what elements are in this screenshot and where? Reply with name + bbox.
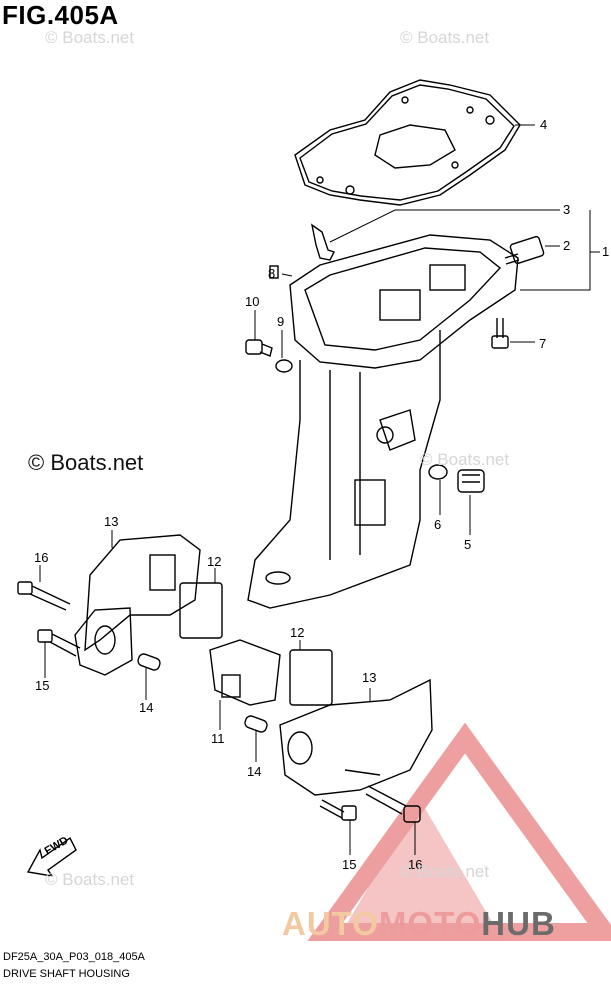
bolt-part-7 xyxy=(491,318,509,349)
callout-16-left: 16 xyxy=(34,550,49,565)
fwd-arrow-icon xyxy=(26,836,77,877)
plug-part-5 xyxy=(457,469,485,493)
callout-5: 5 xyxy=(464,537,472,552)
callout-11: 11 xyxy=(211,731,225,746)
callout-3: 3 xyxy=(563,202,571,217)
leader-lines xyxy=(39,124,600,855)
callout-16-right: 16 xyxy=(408,857,423,872)
diagram-code: DF25A_30A_P03_018_405A xyxy=(3,951,145,963)
callout-15-left: 15 xyxy=(35,678,50,693)
callout-9: 9 xyxy=(277,314,285,329)
drive-shaft-housing-part-1 xyxy=(247,234,519,609)
automotohub-logo-mark xyxy=(307,722,611,941)
callout-1: 1 xyxy=(602,244,610,259)
watermark: © Boats.net xyxy=(45,870,135,889)
dowel-part-8 xyxy=(269,265,279,279)
brand-moto: MOTO xyxy=(378,905,482,942)
watermark: © Boats.net xyxy=(28,450,144,475)
pin-part-14-left xyxy=(137,653,161,671)
callout-12-left: 12 xyxy=(207,554,222,569)
callout-6: 6 xyxy=(434,517,442,532)
gasket-part-4 xyxy=(294,79,521,206)
callout-14-left: 14 xyxy=(139,700,154,715)
bolt-part-15-left xyxy=(37,629,81,657)
bolt-part-10 xyxy=(245,339,273,357)
plug-part-2 xyxy=(504,235,545,265)
callout-13-right: 13 xyxy=(362,670,377,685)
diagram-caption: DRIVE SHAFT HOUSING xyxy=(3,968,130,980)
rubber-mount-part-12-right xyxy=(289,649,333,706)
watermark: © Boats.net xyxy=(400,862,490,881)
callout-15-right: 15 xyxy=(342,857,357,872)
rubber-mount-part-12-left xyxy=(179,582,223,639)
watermark: © Boats.net xyxy=(400,28,490,47)
bolt-part-16-right xyxy=(365,785,421,823)
callout-4: 4 xyxy=(540,117,548,132)
callout-14-right: 14 xyxy=(247,764,262,779)
bolt-part-15-right xyxy=(319,799,357,821)
pin-part-14-right xyxy=(244,715,268,733)
callout-7: 7 xyxy=(539,336,547,351)
gasket-part-6 xyxy=(428,464,448,480)
callout-10: 10 xyxy=(245,294,260,309)
bolt-part-16-left xyxy=(17,581,71,611)
callout-12-right: 12 xyxy=(290,625,305,640)
brand-hub: HUB xyxy=(481,905,556,942)
automotohub-wordmark: AUTOMOTOHUB xyxy=(282,905,556,943)
mount-clamp-part-13-right xyxy=(279,678,433,796)
callout-8: 8 xyxy=(268,266,276,281)
pipe-part-3 xyxy=(310,223,335,261)
callout-2: 2 xyxy=(563,238,571,253)
brand-auto: AUTO xyxy=(282,905,379,942)
mount-clamp-part-13-left xyxy=(74,534,201,676)
watermark: © Boats.net xyxy=(45,28,135,47)
watermark: © Boats.net xyxy=(420,450,510,469)
callout-13-left: 13 xyxy=(104,514,119,529)
bracket-part-11 xyxy=(209,639,281,706)
figure-title: FIG.405A xyxy=(2,0,119,30)
washer-part-9 xyxy=(275,359,293,373)
